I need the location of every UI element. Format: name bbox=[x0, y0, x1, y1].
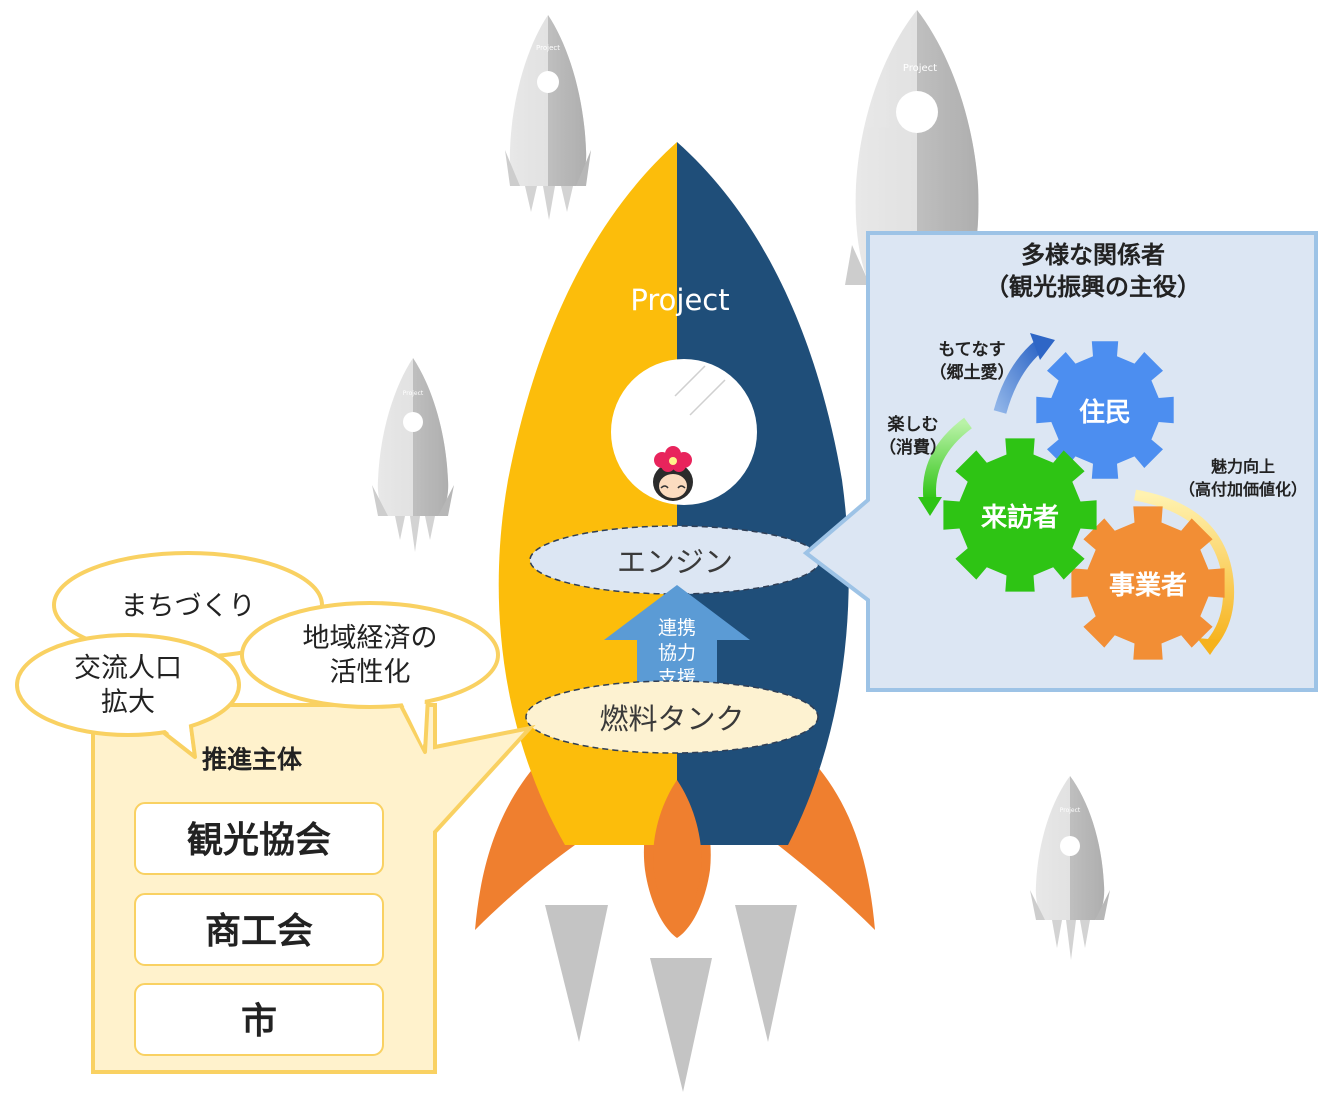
goal-town-label: まちづくり bbox=[121, 591, 256, 622]
rocket-center-flame-front bbox=[653, 780, 702, 936]
background-rocket-top-label: Project bbox=[536, 44, 560, 52]
promoters-callout bbox=[91, 703, 536, 1074]
enjoy-arrow bbox=[918, 417, 972, 516]
promoter-item-commerce: 商工会 bbox=[205, 911, 313, 952]
promoter-box-city bbox=[134, 983, 384, 1056]
fuel-tank-label: 燃料タンク bbox=[599, 702, 744, 736]
promoter-item-city: 市 bbox=[241, 1001, 277, 1042]
promoter-box-commerce bbox=[134, 893, 384, 966]
fuel-tank-ellipse bbox=[525, 680, 819, 754]
goal-bubble-exchange bbox=[15, 633, 241, 759]
promoters-title: 推進主体 bbox=[202, 745, 303, 774]
background-rocket-large bbox=[845, 10, 979, 285]
appeal-arrow bbox=[1134, 489, 1235, 655]
appeal-label-line2: （高付加価値化） bbox=[1179, 480, 1307, 499]
background-rocket-left bbox=[372, 358, 454, 552]
gear-shape bbox=[1036, 341, 1174, 479]
stakeholders-title-line1: 多様な関係者 bbox=[1021, 241, 1165, 269]
resident-gear-icon bbox=[1036, 341, 1174, 479]
cooperation-arrow-line1: 連携 bbox=[658, 617, 696, 639]
exhaust-triangles bbox=[545, 905, 797, 1092]
goal-economy-line2: 活性化 bbox=[330, 657, 411, 688]
background-rocket-large-label: Project bbox=[903, 63, 937, 74]
goal-bubble-economy bbox=[240, 601, 500, 754]
goal-exchange-line2: 拡大 bbox=[101, 687, 155, 718]
background-rocket-right-label: Project bbox=[1060, 807, 1081, 814]
goal-exchange-line1: 交流人口 bbox=[74, 653, 182, 684]
enjoy-label-line2: （消費） bbox=[879, 437, 947, 458]
hospitality-label-line2: （郷土愛） bbox=[930, 362, 1015, 383]
resident-gear-label: 住民 bbox=[1079, 397, 1131, 428]
cooperation-arrow bbox=[604, 585, 750, 698]
rocket-window bbox=[611, 359, 757, 505]
visitor-gear-label: 来訪者 bbox=[981, 502, 1059, 533]
stakeholders-title-line2: （観光振興の主役） bbox=[985, 273, 1201, 301]
gear-shape bbox=[1071, 506, 1225, 660]
background-rocket-right bbox=[1030, 776, 1110, 960]
mascot-icon bbox=[653, 446, 693, 501]
appeal-label-line1: 魅力向上 bbox=[1211, 457, 1275, 476]
enjoy-label-line1: 楽しむ bbox=[888, 414, 939, 435]
promoter-item-tourism: 観光協会 bbox=[187, 820, 331, 861]
background-rocket-left-label: Project bbox=[403, 390, 424, 397]
engine-label: エンジン bbox=[617, 545, 733, 579]
visitor-gear-icon bbox=[943, 438, 1097, 592]
goal-economy-line1: 地域経済の bbox=[303, 623, 438, 654]
business-gear-label: 事業者 bbox=[1109, 571, 1187, 601]
gear-shape bbox=[943, 438, 1097, 592]
promoter-box-tourism bbox=[134, 802, 384, 875]
hospitality-arrow bbox=[993, 333, 1055, 414]
rocket-label: Project bbox=[630, 283, 729, 317]
hospitality-label-line1: もてなす bbox=[938, 340, 1005, 360]
business-gear-icon bbox=[1071, 506, 1225, 660]
background-rocket-top bbox=[505, 15, 591, 220]
cooperation-arrow-line2: 協力 bbox=[658, 642, 696, 664]
